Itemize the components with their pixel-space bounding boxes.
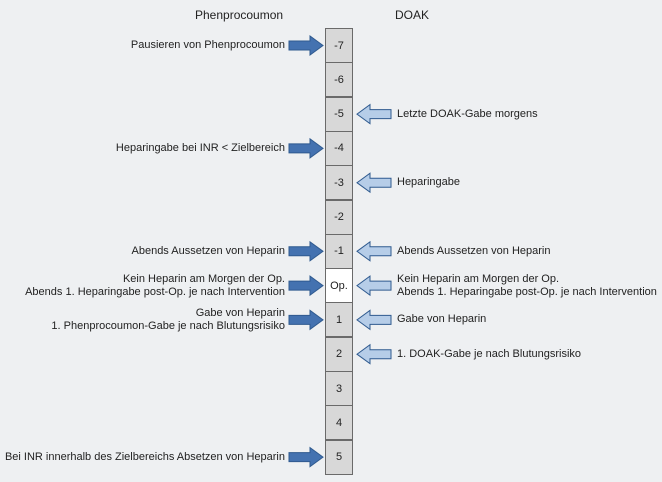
- doak-arrow-icon: [356, 275, 392, 297]
- day-cell: -6: [325, 62, 353, 98]
- phenprocoumon-arrow-icon: [288, 137, 324, 159]
- label-line: Heparingabe bei INR < Zielbereich: [115, 141, 285, 154]
- label-line: Gabe von Heparin: [195, 306, 285, 319]
- doak-step-label: Abends Aussetzen von Heparin: [397, 245, 551, 258]
- day-cell: -7: [325, 28, 353, 63]
- doak-step-label: Kein Heparin am Morgen der Op.Abends 1. …: [397, 273, 657, 299]
- label-line: Abends 1. Heparingabe post-Op. je nach I…: [397, 285, 657, 298]
- header-doak: DOAK: [395, 8, 430, 22]
- doak-step-label: Heparingabe: [397, 176, 460, 189]
- phenprocoumon-step-label: Pausieren von Phenprocoumon: [131, 39, 285, 52]
- phenprocoumon-arrow-icon: [288, 309, 324, 331]
- day-cell: Op.: [325, 268, 353, 304]
- label-line: Heparingabe: [397, 176, 460, 189]
- label-line: Gabe von Heparin: [397, 313, 487, 326]
- label-line: Letzte DOAK-Gabe morgens: [397, 107, 538, 120]
- day-cell: 5: [325, 439, 353, 475]
- phenprocoumon-step-label: Heparingabe bei INR < Zielbereich: [116, 142, 285, 155]
- doak-arrow-icon: [356, 309, 392, 331]
- label-line: Kein Heparin am Morgen der Op.: [397, 272, 560, 285]
- phenprocoumon-arrow-icon: [288, 446, 324, 468]
- day-cell: -3: [325, 165, 353, 201]
- phenprocoumon-step-label: Bei INR innerhalb des Zielbereichs Abset…: [5, 451, 285, 464]
- doak-step-label: Gabe von Heparin: [397, 313, 486, 326]
- label-line: Abends Aussetzen von Heparin: [397, 244, 551, 257]
- phenprocoumon-arrow-icon: [288, 275, 324, 297]
- doak-arrow-icon: [356, 240, 392, 262]
- label-line: Kein Heparin am Morgen der Op.: [122, 272, 285, 285]
- day-cell: -1: [325, 233, 353, 269]
- label-line: 1. Phenprocoumon-Gabe je nach Blutungsri…: [51, 319, 285, 332]
- doak-arrow-icon: [356, 172, 392, 194]
- phenprocoumon-arrow-icon: [288, 35, 324, 56]
- phenprocoumon-arrow-icon: [288, 240, 324, 262]
- header-phenprocoumon: Phenprocoumon: [195, 8, 284, 22]
- doak-arrow-icon: [356, 343, 392, 365]
- label-line: Abends Aussetzen von Heparin: [131, 244, 286, 257]
- day-cell: 3: [325, 371, 353, 406]
- doak-step-label: 1. DOAK-Gabe je nach Blutungsrisiko: [397, 348, 581, 361]
- day-cell: 4: [325, 405, 353, 441]
- doak-step-label: Letzte DOAK-Gabe morgens: [397, 108, 538, 121]
- label-line: 1. DOAK-Gabe je nach Blutungsrisiko: [397, 347, 582, 360]
- label-line: Bei INR innerhalb des Zielbereichs Abset…: [4, 450, 285, 463]
- phenprocoumon-step-label: Abends Aussetzen von Heparin: [132, 245, 286, 258]
- phenprocoumon-step-label: Kein Heparin am Morgen der Op.Abends 1. …: [25, 273, 285, 299]
- label-line: Pausieren von Phenprocoumon: [130, 39, 285, 51]
- label-line: Abends 1. Heparingabe post-Op. je nach I…: [25, 285, 285, 298]
- doak-arrow-icon: [356, 103, 392, 125]
